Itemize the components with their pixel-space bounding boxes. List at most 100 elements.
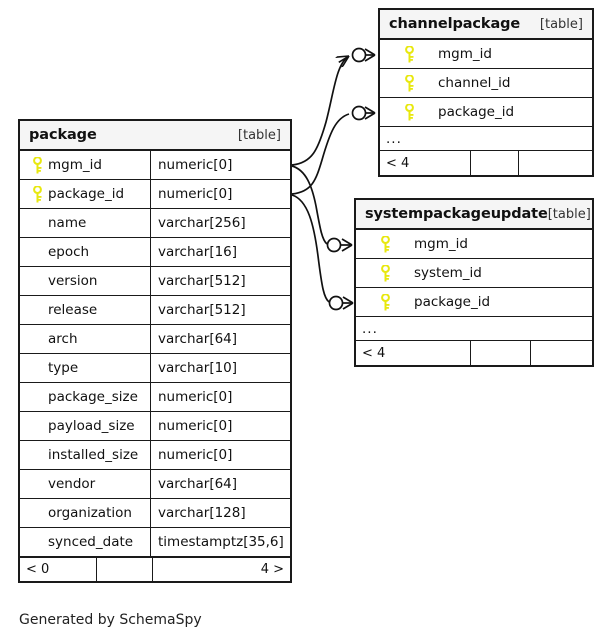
column-name-label: mgm_id <box>48 157 102 173</box>
column-type-label: numeric[0] <box>150 383 290 411</box>
table-row[interactable]: channel_id <box>380 69 592 98</box>
table-row[interactable]: version varchar[512] <box>20 267 290 296</box>
column-name-label: system_id <box>414 265 482 281</box>
table-row[interactable]: mgm_id <box>380 40 592 69</box>
column-name-cell: package_id <box>380 98 592 126</box>
table-row[interactable]: mgm_id numeric[0] <box>20 151 290 180</box>
table-channelpackage-footer: < 4 <box>380 151 592 175</box>
column-name-label: payload_size <box>48 418 135 434</box>
column-name-cell: version <box>20 267 150 295</box>
footer-middle-cell <box>470 341 530 365</box>
column-name-cell: epoch <box>20 238 150 266</box>
footer-outgoing-count[interactable]: 4 > <box>152 558 290 581</box>
column-name-cell: release <box>20 296 150 324</box>
more-columns-indicator: ... <box>380 127 592 151</box>
table-package-header: package [table] <box>20 121 290 151</box>
column-type-label: varchar[128] <box>150 499 290 527</box>
table-row[interactable]: system_id <box>356 259 592 288</box>
column-name-label: vendor <box>48 476 96 492</box>
column-name-label: package_id <box>438 104 515 120</box>
column-name-label: organization <box>48 505 132 521</box>
table-package-footer: < 0 4 > <box>20 557 290 581</box>
column-type-label: varchar[64] <box>150 470 290 498</box>
table-package[interactable]: package [table] mgm_id numeric[0] <box>18 119 292 583</box>
footer-incoming-count[interactable]: < 4 <box>386 155 410 171</box>
column-name-label: package_id <box>414 294 491 310</box>
table-row[interactable]: epoch varchar[16] <box>20 238 290 267</box>
column-type-label: numeric[0] <box>150 151 290 179</box>
column-name-cell: vendor <box>20 470 150 498</box>
column-name-cell: channel_id <box>380 69 592 97</box>
column-name-cell: mgm_id <box>380 40 592 68</box>
column-name-label: synced_date <box>48 534 134 550</box>
table-row[interactable]: name varchar[256] <box>20 209 290 238</box>
footer-incoming-count[interactable]: < 4 <box>362 345 386 361</box>
table-row[interactable]: package_id numeric[0] <box>20 180 290 209</box>
column-type-label: timestamptz[35,6] <box>150 528 290 556</box>
table-package-tag: [table] <box>237 127 281 143</box>
table-row[interactable]: release varchar[512] <box>20 296 290 325</box>
table-systempackageupdate[interactable]: systempackageupdate [table] mgm_id <box>354 198 594 367</box>
primary-key-icon <box>26 156 48 174</box>
edge-package-mgmid-channelpackage-mgmid <box>291 47 376 166</box>
table-row[interactable]: mgm_id <box>356 230 592 259</box>
more-columns-indicator: ... <box>356 317 592 341</box>
table-channelpackage-tag: [table] <box>539 16 583 32</box>
column-name-cell: package_size <box>20 383 150 411</box>
column-name-cell: type <box>20 354 150 382</box>
generated-by-caption: Generated by SchemaSpy <box>19 612 202 628</box>
table-row[interactable]: payload_size numeric[0] <box>20 412 290 441</box>
table-channelpackage[interactable]: channelpackage [table] mgm_id <box>378 8 594 177</box>
table-row[interactable]: installed_size numeric[0] <box>20 441 290 470</box>
column-name-cell: system_id <box>356 259 592 287</box>
table-row[interactable]: arch varchar[64] <box>20 325 290 354</box>
table-row[interactable]: synced_date timestamptz[35,6] <box>20 528 290 557</box>
column-name-cell: arch <box>20 325 150 353</box>
footer-outgoing-count <box>518 151 592 175</box>
column-name-cell: synced_date <box>20 528 150 556</box>
column-name-cell: mgm_id <box>356 230 592 258</box>
column-name-cell: organization <box>20 499 150 527</box>
footer-middle-cell <box>470 151 518 175</box>
table-row[interactable]: vendor varchar[64] <box>20 470 290 499</box>
edge-package-packageid-channelpackage-packageid <box>291 105 376 195</box>
column-name-label: version <box>48 273 98 289</box>
column-type-label: numeric[0] <box>150 441 290 469</box>
primary-key-icon <box>26 185 48 203</box>
primary-key-icon <box>374 235 396 253</box>
primary-key-icon <box>374 293 396 311</box>
column-name-label: package_id <box>48 186 125 202</box>
primary-key-icon <box>374 264 396 282</box>
table-row[interactable]: type varchar[10] <box>20 354 290 383</box>
footer-incoming-count[interactable]: < 0 <box>26 562 50 577</box>
column-name-label: channel_id <box>438 75 511 91</box>
column-name-label: type <box>48 360 79 376</box>
footer-middle-cell <box>96 558 152 581</box>
table-row[interactable]: organization varchar[128] <box>20 499 290 528</box>
column-type-label: varchar[10] <box>150 354 290 382</box>
column-type-label: varchar[256] <box>150 209 290 237</box>
column-name-label: mgm_id <box>414 236 468 252</box>
column-name-label: installed_size <box>48 447 139 463</box>
primary-key-icon <box>398 103 420 121</box>
table-channelpackage-header: channelpackage [table] <box>380 10 592 40</box>
table-row[interactable]: package_size numeric[0] <box>20 383 290 412</box>
column-name-label: release <box>48 302 98 318</box>
column-type-label: varchar[16] <box>150 238 290 266</box>
column-name-cell: mgm_id <box>20 151 150 179</box>
table-row[interactable]: package_id <box>380 98 592 127</box>
column-name-cell: payload_size <box>20 412 150 440</box>
table-systempackageupdate-header: systempackageupdate [table] <box>356 200 592 230</box>
table-channelpackage-title: channelpackage <box>389 16 521 32</box>
primary-key-icon <box>398 45 420 63</box>
column-name-label: mgm_id <box>438 46 492 62</box>
edge-package-packageid-systempackageupdate-packageid <box>291 194 354 311</box>
column-name-cell: package_id <box>356 288 592 316</box>
column-type-label: numeric[0] <box>150 180 290 208</box>
table-systempackageupdate-footer: < 4 <box>356 341 592 365</box>
table-row[interactable]: package_id <box>356 288 592 317</box>
column-name-label: name <box>48 215 87 231</box>
column-name-label: arch <box>48 331 78 347</box>
column-name-label: epoch <box>48 244 90 260</box>
